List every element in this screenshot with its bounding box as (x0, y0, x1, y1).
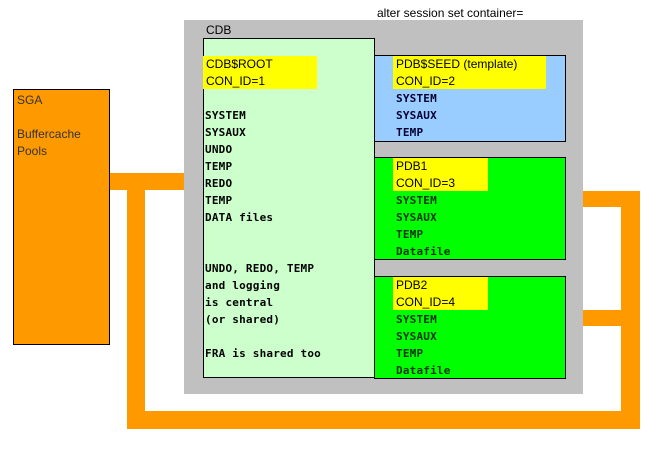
connector-right-vertical (621, 191, 640, 429)
pdb-file: SYSAUX (396, 330, 437, 343)
root-file: TEMP (205, 194, 233, 207)
container-caption: alter session set container= (377, 6, 524, 20)
pdb1-con-id: CON_ID=3 (396, 176, 456, 190)
root-file: UNDO (205, 143, 233, 156)
pdb1-header: PDB1 CON_ID=3 (396, 158, 455, 192)
pdb-file: SYSAUX (396, 211, 437, 224)
pdb1-files: SYSTEM SYSAUX TEMP Datafile (396, 192, 451, 260)
pdb2-header: PDB2 CON_ID=4 (396, 277, 455, 311)
pdb-file: SYSAUX (396, 109, 437, 122)
root-file: SYSAUX (205, 126, 246, 139)
root-note: FRA is shared too (205, 347, 321, 360)
pdb2-highlight (393, 277, 488, 310)
pdb-file: TEMP (396, 228, 424, 241)
root-note: UNDO, REDO, TEMP (205, 262, 315, 275)
cdb-root-highlight (203, 56, 317, 89)
cdb-root-name: CDB$ROOT (206, 57, 273, 71)
root-note: (or shared) (205, 313, 281, 326)
pdb2-files: SYSTEM SYSAUX TEMP Datafile (396, 311, 451, 379)
root-note: and logging (205, 279, 281, 292)
sga-line: Pools (17, 144, 48, 158)
root-file: SYSTEM (205, 109, 246, 122)
pdb-file: Datafile (396, 245, 451, 258)
connector-to-pdb1 (565, 191, 640, 207)
root-note (205, 328, 321, 345)
pdb-file: Datafile (396, 364, 451, 377)
root-file: DATA files (205, 211, 274, 224)
root-file: REDO (205, 177, 233, 190)
connector-left-vertical (127, 173, 145, 429)
pdb1-highlight (393, 158, 488, 191)
pdb-file: SYSTEM (396, 313, 437, 326)
pdb-seed-con-id: CON_ID=2 (396, 74, 456, 88)
pdb-seed-header: PDB$SEED (template) CON_ID=2 (396, 56, 517, 90)
sga-line: Buffercache (17, 127, 81, 141)
sga-title: SGA (17, 93, 43, 107)
root-note: is central (205, 296, 274, 309)
root-file: TEMP (205, 160, 233, 173)
pdb-file: SYSTEM (396, 194, 437, 207)
pdb1-name: PDB1 (396, 159, 428, 173)
cdb-root-header: CDB$ROOT CON_ID=1 (206, 56, 273, 90)
pdb-file: TEMP (396, 347, 424, 360)
cdb-root-con-id: CON_ID=1 (206, 74, 266, 88)
pdb-file: TEMP (396, 126, 424, 139)
connector-bottom (127, 411, 640, 429)
pdb-seed-files: SYSTEM SYSAUX TEMP (396, 90, 437, 141)
pdb-seed-name: PDB$SEED (template) (396, 57, 518, 71)
pdb2-con-id: CON_ID=4 (396, 295, 456, 309)
sga-box: SGA Buffercache Pools (13, 89, 110, 345)
cdb-root-notes: UNDO, REDO, TEMP and logging is central … (205, 260, 321, 362)
pdb-seed-highlight (393, 56, 546, 89)
cdb-label: CDB (206, 23, 232, 37)
pdb2-name: PDB2 (396, 278, 428, 292)
pdb-file: SYSTEM (396, 92, 437, 105)
cdb-root-files: SYSTEM SYSAUX UNDO TEMP REDO TEMP DATA f… (205, 107, 273, 226)
cdb-root-box (203, 38, 375, 378)
